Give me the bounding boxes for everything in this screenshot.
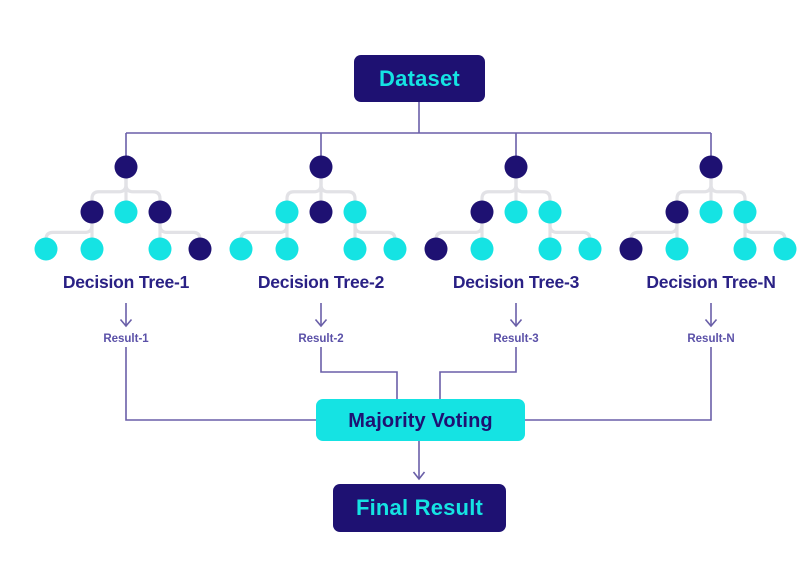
- dataset-box[interactable]: [354, 55, 485, 102]
- tree-node-leaf-1: [34, 237, 58, 261]
- tree-link-root-3: [319, 165, 357, 214]
- final-result-box[interactable]: [333, 484, 506, 532]
- tree-node-leaf-2: [80, 237, 104, 261]
- tree-node-leaf-2: [665, 237, 689, 261]
- final-result-label: Final Result: [356, 495, 484, 520]
- tree-result-label: Result-N: [687, 333, 734, 345]
- voting-inlet-2: [320, 347, 398, 399]
- tree-node-branch-3: [733, 200, 757, 224]
- tree-result-label: Result-3: [493, 333, 538, 345]
- majority-voting-box[interactable]: [316, 399, 525, 441]
- tree-node-branch-2: [504, 200, 528, 224]
- result-arrowhead-3: [509, 318, 523, 328]
- result-arrows-group: [119, 303, 718, 328]
- tree-node-leaf-3: [343, 237, 367, 261]
- tree-link-root-3: [514, 165, 552, 214]
- tree-node-leaf-3: [733, 237, 757, 261]
- tree-node-root: [114, 155, 138, 179]
- result-arrowhead-1: [119, 318, 133, 328]
- tree-node-leaf-1: [619, 237, 643, 261]
- tree-node-branch-3: [148, 200, 172, 224]
- final-result-node[interactable]: Final Result: [333, 484, 506, 532]
- tree-node-leaf-4: [188, 237, 212, 261]
- majority-voting-label: Majority Voting: [348, 410, 492, 432]
- tree-link-leaf-4: [158, 210, 202, 251]
- majority-voting-node[interactable]: Majority Voting: [316, 399, 525, 441]
- tree-node-leaf-3: [538, 237, 562, 261]
- tree-node-leaf-3: [148, 237, 172, 261]
- tree-node-leaf-4: [578, 237, 602, 261]
- tree-node-root: [309, 155, 333, 179]
- tree-link-root-3: [124, 165, 162, 214]
- tree-node-leaf-2: [275, 237, 299, 261]
- dataset-label: Dataset: [379, 66, 460, 91]
- result-arrowhead-2: [314, 318, 328, 328]
- tree-link-leaf-4: [548, 210, 592, 251]
- tree-node-leaf-4: [383, 237, 407, 261]
- tree-link-root-3: [709, 165, 747, 214]
- tree-node-branch-1: [470, 200, 494, 224]
- dataset-node[interactable]: Dataset: [354, 55, 485, 102]
- tree-link-leaf-4: [743, 210, 787, 251]
- tree-node-leaf-1: [424, 237, 448, 261]
- decision-tree-caption: Decision Tree-2: [258, 272, 385, 292]
- tree-result-label: Result-1: [103, 333, 149, 345]
- final-arrowhead: [412, 471, 426, 481]
- tree-node-root: [504, 155, 528, 179]
- voting-to-final-connector: [412, 441, 426, 481]
- voting-inlet-3: [439, 347, 517, 399]
- tree-node-branch-1: [275, 200, 299, 224]
- tree-result-label: Result-2: [298, 333, 343, 345]
- tree-node-branch-3: [538, 200, 562, 224]
- dataset-to-trees-connector: [125, 101, 712, 156]
- tree-node-leaf-1: [229, 237, 253, 261]
- tree-node-branch-1: [80, 200, 104, 224]
- tree-link-leaf-4: [353, 210, 397, 251]
- tree-node-branch-2: [699, 200, 723, 224]
- tree-node-branch-3: [343, 200, 367, 224]
- decision-tree-caption: Decision Tree-N: [646, 272, 775, 292]
- tree-node-branch-1: [665, 200, 689, 224]
- decision-tree-caption: Decision Tree-3: [453, 272, 580, 292]
- tree-node-root: [699, 155, 723, 179]
- tree-node-leaf-2: [470, 237, 494, 261]
- tree-node-branch-2: [309, 200, 333, 224]
- decision-tree-caption: Decision Tree-1: [63, 272, 190, 292]
- voting-inlet-1: [125, 347, 316, 421]
- tree-node-branch-2: [114, 200, 138, 224]
- tree-node-leaf-4: [773, 237, 797, 261]
- result-arrowhead-n: [704, 318, 718, 328]
- voting-inlet-n: [525, 347, 712, 421]
- decision-tree-4: Decision Tree-N Result-N: [619, 155, 797, 345]
- results-to-voting-connector: [125, 347, 712, 421]
